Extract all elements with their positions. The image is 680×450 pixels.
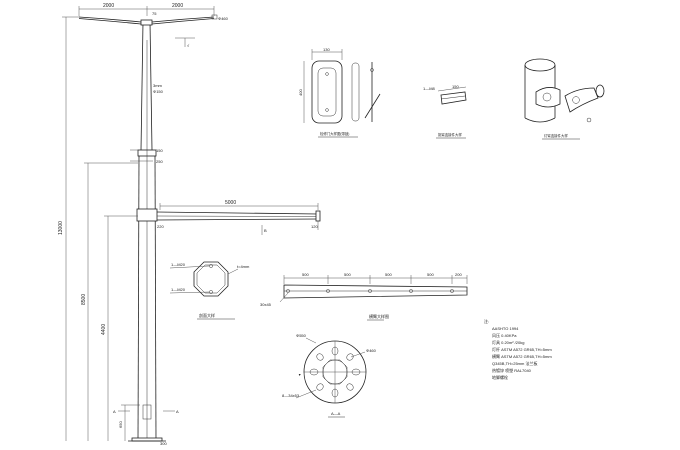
notes-line-4: 灯杆 ASTM A572 GR65,TH=5mm xyxy=(492,346,552,352)
door-detail: 130 400 检修门大样图(带锁) xyxy=(298,47,381,138)
lamp-arm-detail: 灯臂连接件大样 xyxy=(524,58,605,140)
bracket-detail: 1—M8 150 挑臂连接件大样 xyxy=(423,84,467,139)
dim-base-300: 300 xyxy=(160,441,167,446)
dim-seg5: 200 xyxy=(455,272,462,277)
dim-250: 250 xyxy=(156,159,163,164)
main-dimensions: 2000 2000 75 Φ460 √ 3mm Φ150 150 250 500… xyxy=(58,3,318,446)
label-m20-a: 1—M20 xyxy=(171,262,186,267)
dim-150: 150 xyxy=(156,148,163,153)
dim-arm-right: 2000 xyxy=(172,3,183,9)
dim-phi460-base: Φ460 xyxy=(366,348,377,353)
mark-a-left: A xyxy=(113,409,116,414)
dim-4400: 4400 xyxy=(101,324,107,335)
dim-8500: 8500 xyxy=(81,294,87,305)
svg-text:√: √ xyxy=(187,43,190,48)
notes-line-1: AASHTO 1994 xyxy=(492,326,519,331)
notes-head: 注: xyxy=(484,318,489,324)
main-pole xyxy=(78,16,321,442)
dim-seg3: 500 xyxy=(385,272,392,277)
caption-lamp-arm: 灯臂连接件大样 xyxy=(544,133,568,138)
notes-line-5: 横臂 ASTM A572 GR65,TH=5mm xyxy=(492,353,552,359)
arm-detail: 500 500 500 500 200 30x45 横臂大样图 xyxy=(260,272,468,321)
caption-door: 检修门大样图(带锁) xyxy=(320,131,349,136)
dim-top-offset: 75 xyxy=(152,11,157,16)
dim-phi460: Φ460 xyxy=(218,16,229,21)
dim-seg1: 500 xyxy=(302,272,309,277)
notes-line-3: 灯具 0.20m² /20kg xyxy=(492,339,524,345)
label-bolt-holes: 8—34x53 xyxy=(282,393,300,398)
dim-5000: 5000 xyxy=(225,200,236,206)
dim-arm-left: 2000 xyxy=(103,3,114,9)
dim-phi150: Φ150 xyxy=(153,89,164,94)
notes-line-6: Q345B,TH=25mm 法兰板 xyxy=(492,360,537,366)
notes-block: 注: AASHTO 1994 风压 0.40KPa 灯具 0.20m² /20k… xyxy=(484,318,552,380)
cross-section-detail: 1—M20 1—M20 t=4mm 剖面大样 xyxy=(169,261,250,320)
dim-bracket-150: 150 xyxy=(452,84,459,89)
base-plate-detail: Φ550 Φ460 8—34x53 A—A ▼ xyxy=(282,333,377,418)
label-m8: 1—M8 xyxy=(423,86,436,91)
dim-220: 220 xyxy=(157,224,164,229)
dim-r3: 3mm xyxy=(153,83,163,88)
dim-650: 650 xyxy=(118,421,123,428)
caption-section-aa: A—A xyxy=(331,411,341,416)
dim-total-height: 13000 xyxy=(58,221,64,235)
dim-door-height: 400 xyxy=(298,89,303,96)
notes-line-7: 热镀锌 喷塑 RAL7040 xyxy=(492,367,532,373)
notes-line-8: 地脚螺栓 xyxy=(492,374,508,380)
mark-b: B xyxy=(264,228,267,233)
caption-cross-section: 剖面大样 xyxy=(199,312,215,318)
caption-arm-detail: 横臂大样图 xyxy=(369,313,389,319)
notes-line-2: 风压 0.40KPa xyxy=(492,333,517,338)
mark-a-right: A xyxy=(176,409,179,414)
label-slot: 30x45 xyxy=(260,302,272,307)
dim-phi550: Φ550 xyxy=(296,333,307,338)
label-t4mm: t=4mm xyxy=(237,264,250,269)
label-m20-b: 1—M20 xyxy=(171,287,186,292)
dim-door-width: 130 xyxy=(323,47,330,52)
svg-text:▼: ▼ xyxy=(298,373,301,377)
dim-120: 120 xyxy=(311,224,318,229)
caption-bracket: 挑臂连接件大样 xyxy=(438,132,462,137)
dim-seg2: 500 xyxy=(344,272,351,277)
dim-seg4: 500 xyxy=(427,272,434,277)
